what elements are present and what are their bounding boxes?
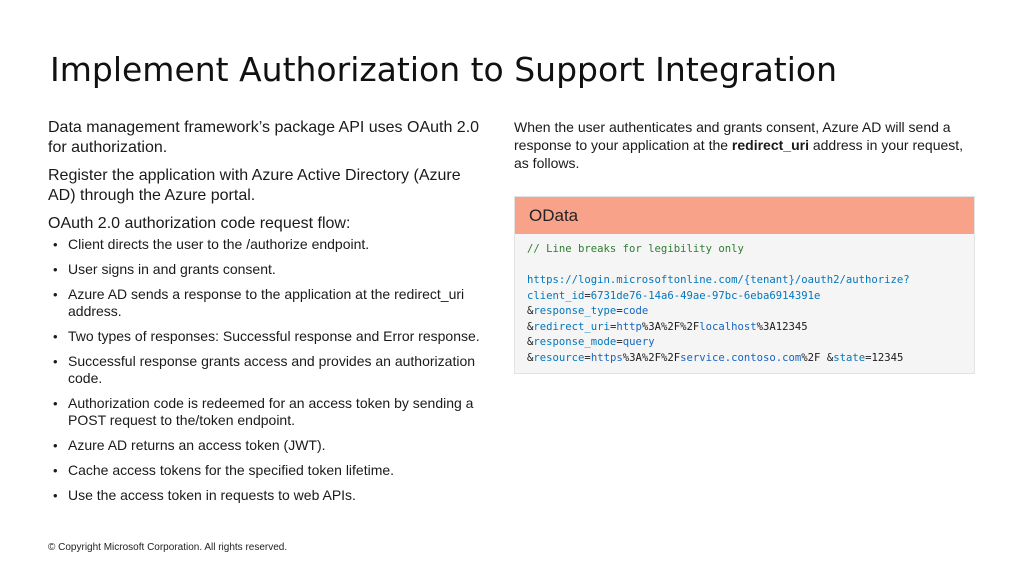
- bullet-item: Azure AD sends a response to the applica…: [48, 286, 488, 320]
- code-key: state: [833, 351, 866, 364]
- response-description: When the user authenticates and grants c…: [514, 118, 974, 172]
- code-value: 6731de76-14a6-49ae-97bc-6eba6914391e: [590, 289, 821, 302]
- code-op: =: [584, 351, 591, 364]
- code-sample-box: OData // Line breaks for legibility only…: [514, 196, 975, 374]
- bullet-item: Client directs the user to the /authoriz…: [48, 236, 488, 253]
- redirect-uri-bold: redirect_uri: [731, 137, 809, 153]
- code-op: =: [865, 351, 872, 364]
- bullet-item: Authorization code is redeemed for an ac…: [48, 395, 488, 429]
- right-column: When the user authenticates and grants c…: [514, 118, 974, 172]
- slide-title: Implement Authorization to Support Integ…: [50, 50, 838, 89]
- bullet-item: Successful response grants access and pr…: [48, 353, 488, 387]
- code-value: code: [622, 305, 649, 317]
- register-paragraph: Register the application with Azure Acti…: [48, 167, 461, 204]
- code-key: response_mode: [533, 336, 617, 348]
- code-value: https: [590, 351, 623, 364]
- copyright-footer: © Copyright Microsoft Corporation. All r…: [48, 542, 288, 553]
- bullet-item: Two types of responses: Successful respo…: [48, 328, 488, 345]
- flow-heading: OAuth 2.0 authorization code request flo…: [48, 215, 351, 232]
- bullet-item: Use the access token in requests to web …: [48, 487, 488, 504]
- bullet-item: Cache access tokens for the specified to…: [48, 462, 488, 479]
- code-op: &: [527, 351, 534, 364]
- code-language-header: OData: [515, 197, 974, 234]
- flow-bullet-list: Client directs the user to the /authoriz…: [48, 236, 488, 504]
- code-key: redirect_uri: [533, 320, 610, 333]
- code-value: localhost: [699, 320, 757, 333]
- code-op: %2F: [801, 351, 821, 364]
- code-key: response_type: [533, 305, 617, 317]
- code-op: %3A12345: [756, 320, 808, 333]
- code-op: &: [527, 336, 534, 348]
- code-value: service.contoso.com: [680, 351, 802, 364]
- left-column: Data management framework’s package API …: [48, 118, 488, 512]
- code-value: query: [622, 336, 655, 348]
- code-op: &: [527, 320, 534, 333]
- code-comment: // Line breaks for legibility only: [527, 243, 744, 255]
- code-op: =: [584, 289, 591, 302]
- code-op: &: [527, 305, 534, 317]
- intro-paragraph: Data management framework’s package API …: [48, 119, 480, 156]
- code-body: // Line breaks for legibility only https…: [515, 234, 974, 366]
- code-op: %3A%2F%2F: [622, 351, 681, 364]
- bullet-item: User signs in and grants consent.: [48, 261, 488, 278]
- response-text-start: When the user authenticates and grants c…: [514, 119, 951, 153]
- code-key: client_id: [527, 289, 585, 302]
- bullet-item: Azure AD returns an access token (JWT).: [48, 437, 488, 454]
- code-value: 12345: [871, 351, 904, 364]
- code-op: =: [616, 305, 623, 317]
- code-op: &: [820, 351, 834, 364]
- code-op: =: [609, 320, 617, 333]
- code-key: resource: [533, 351, 585, 364]
- code-op: %3A%2F%2F: [641, 320, 700, 333]
- code-op: =: [616, 336, 623, 348]
- code-value: http: [616, 320, 642, 333]
- code-url: https://login.microsoftonline.com/{tenan…: [527, 274, 910, 286]
- response-text-end: address in your request, as follows.: [514, 137, 964, 171]
